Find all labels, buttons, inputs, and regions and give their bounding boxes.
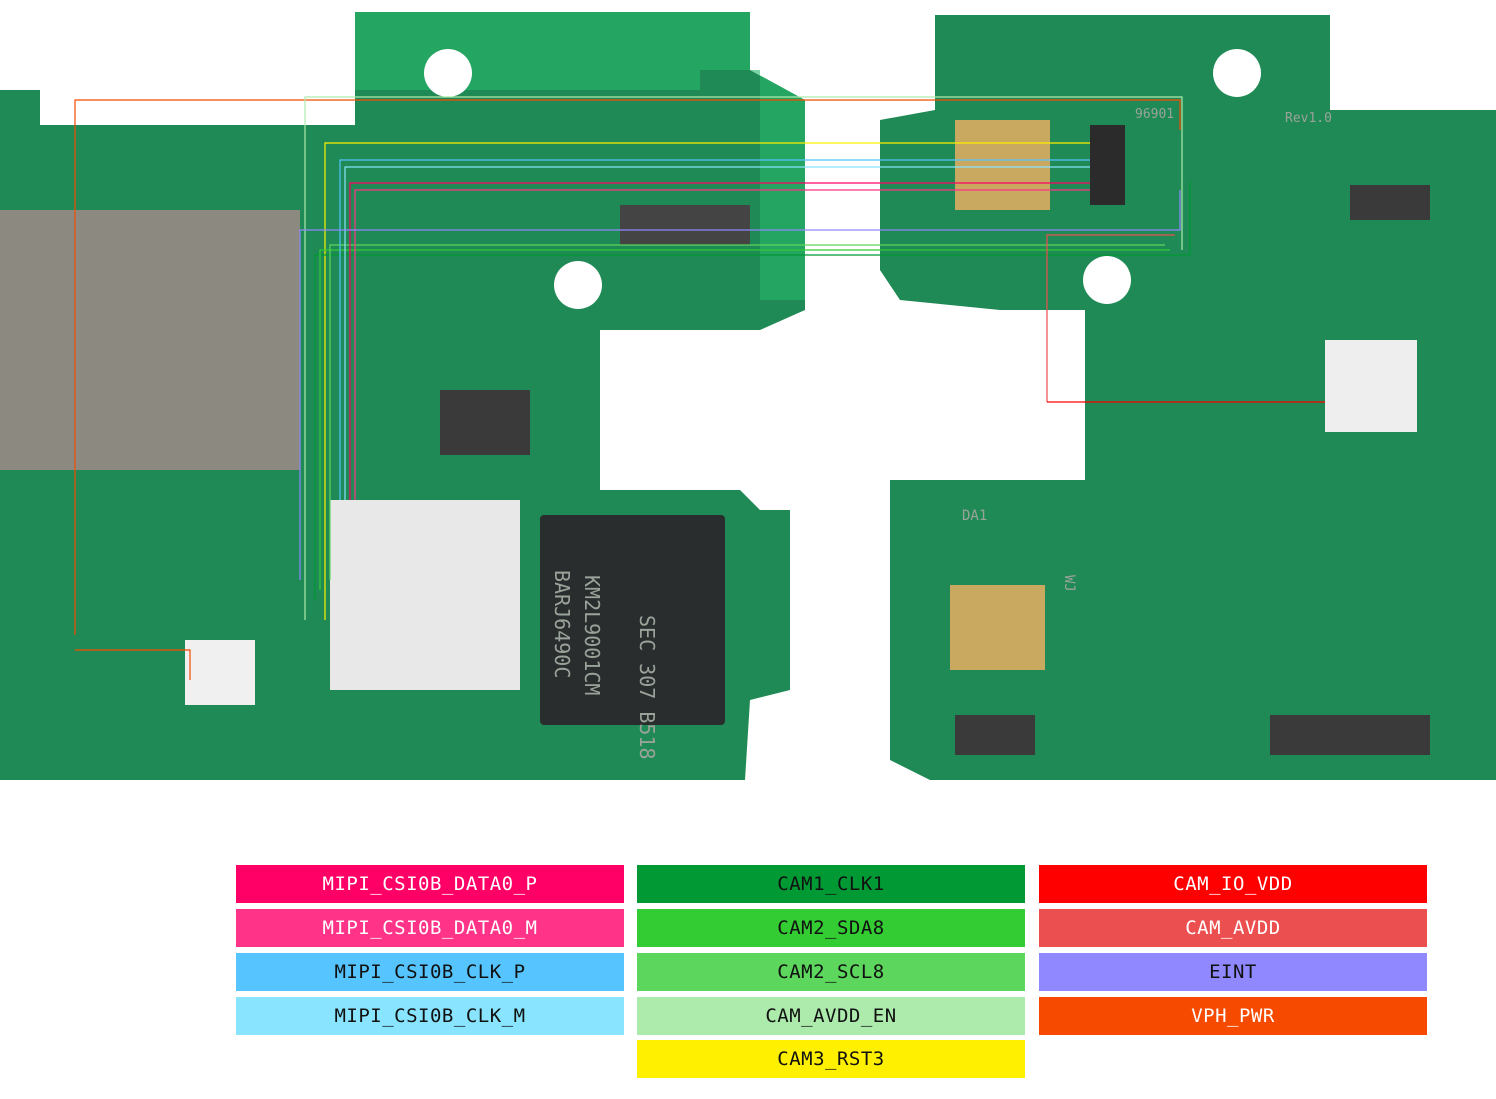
legend-item: EINT <box>1039 953 1427 991</box>
designator-da1: DA1 <box>962 508 987 524</box>
board-code: 96901 <box>1135 107 1174 122</box>
chip-label-sec: SEC 307 B518 <box>635 615 659 760</box>
legend-item: MIPI_CSI0B_DATA0_M <box>236 909 624 947</box>
shield-pad <box>955 120 1050 210</box>
trace-cam-avdd-en <box>304 96 1183 620</box>
trace-vph-pwr <box>74 99 1181 635</box>
trace-clk-m <box>344 166 1090 500</box>
connector <box>620 205 750 245</box>
legend-item: CAM2_SDA8 <box>637 909 1025 947</box>
pcb-board-diagram: KM2L9001CM SEC 307 B518 BARJ6490C 96901 … <box>0 12 1496 780</box>
memory-chip <box>540 515 725 725</box>
shield-pad-2 <box>950 585 1045 670</box>
trace-cam2-sda8 <box>319 249 1170 590</box>
bga-small <box>185 640 255 705</box>
connector <box>1350 185 1430 220</box>
sim-tray <box>0 210 300 470</box>
trace-eint <box>299 190 1181 580</box>
connector <box>1270 715 1430 755</box>
trace-vph-small <box>75 649 191 680</box>
legend-item: MIPI_CSI0B_DATA0_P <box>236 865 624 903</box>
legend-item: CAM_AVDD_EN <box>637 997 1025 1035</box>
pmic-chip <box>440 390 530 455</box>
trace-cam3-rst3 <box>324 142 1090 620</box>
trace-cam-avdd <box>1046 234 1175 402</box>
legend-item: CAM1_CLK1 <box>637 865 1025 903</box>
signal-traces <box>74 96 1325 680</box>
trace-data0-p <box>349 182 1090 500</box>
connector <box>955 715 1035 755</box>
chip-label-barj: BARJ6490C <box>550 570 574 678</box>
revision-label: Rev1.0 <box>1285 111 1332 126</box>
trace-cam2-scl8 <box>329 244 1165 580</box>
right-board: 96901 Rev1.0 DA1 WJ <box>880 15 1496 780</box>
camera-connector <box>1090 125 1125 205</box>
legend-item: CAM3_RST3 <box>637 1040 1025 1078</box>
soc-bga <box>330 500 520 690</box>
left-board: KM2L9001CM SEC 307 B518 BARJ6490C <box>0 12 805 780</box>
designator-wj: WJ <box>1061 575 1077 592</box>
legend-item: VPH_PWR <box>1039 997 1427 1035</box>
legend-item: MIPI_CSI0B_CLK_M <box>236 997 624 1035</box>
legend-item: CAM2_SCL8 <box>637 953 1025 991</box>
trace-data0-m <box>354 189 1090 500</box>
legend-item: CAM_IO_VDD <box>1039 865 1427 903</box>
legend-item: CAM_AVDD <box>1039 909 1427 947</box>
trace-clk-p <box>339 159 1090 500</box>
bga-chip <box>1325 340 1417 432</box>
legend-item: MIPI_CSI0B_CLK_P <box>236 953 624 991</box>
chip-label-km2l: KM2L9001CM <box>580 575 604 695</box>
trace-cam1-clk1 <box>314 180 1191 600</box>
